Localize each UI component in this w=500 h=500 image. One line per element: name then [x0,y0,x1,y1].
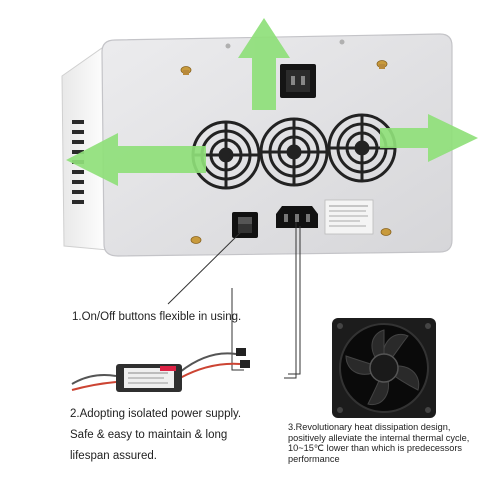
caption-heat-line: positively alleviate the internal therma… [288,432,470,443]
caption-onoff: 1.On/Off buttons flexible in using. [72,311,242,323]
callout-lines [167,222,301,379]
panel-screw-top [339,39,345,45]
airflow-arrow-left [66,133,206,186]
airflow-arrow-up [238,18,290,110]
power-switch-icon [232,212,258,238]
caption-heat-dissipation: 3.Revolutionary heat dissipation design,… [288,422,498,464]
mounting-screws [180,60,392,244]
grow-light-unit [61,33,453,257]
caption-power-supply-line: lifespan assured. [70,450,157,462]
fan-grill-center [259,117,329,187]
cooling-fan-icon [332,318,436,418]
airflow-arrow-right [380,114,478,162]
caption-power-supply-line: 2.Adopting isolated power supply. [70,408,242,420]
spec-label [324,199,374,235]
airflow-arrow-icon [66,18,478,186]
caption-heat-line: 10~15℃ lower than which is predecessors [288,443,462,454]
panel-screw-top [225,43,231,49]
caption-heat-line: performance [288,453,340,464]
caption-power-supply-line: Safe & easy to maintain & long [70,429,228,441]
power-socket-icon [276,206,318,228]
power-supply-module [71,348,250,392]
caption-heat-line: 3.Revolutionary heat dissipation design, [288,422,451,432]
caption-power-supply: 2.Adopting isolated power supply. Safe &… [70,404,280,467]
outlet-icon [280,64,316,98]
